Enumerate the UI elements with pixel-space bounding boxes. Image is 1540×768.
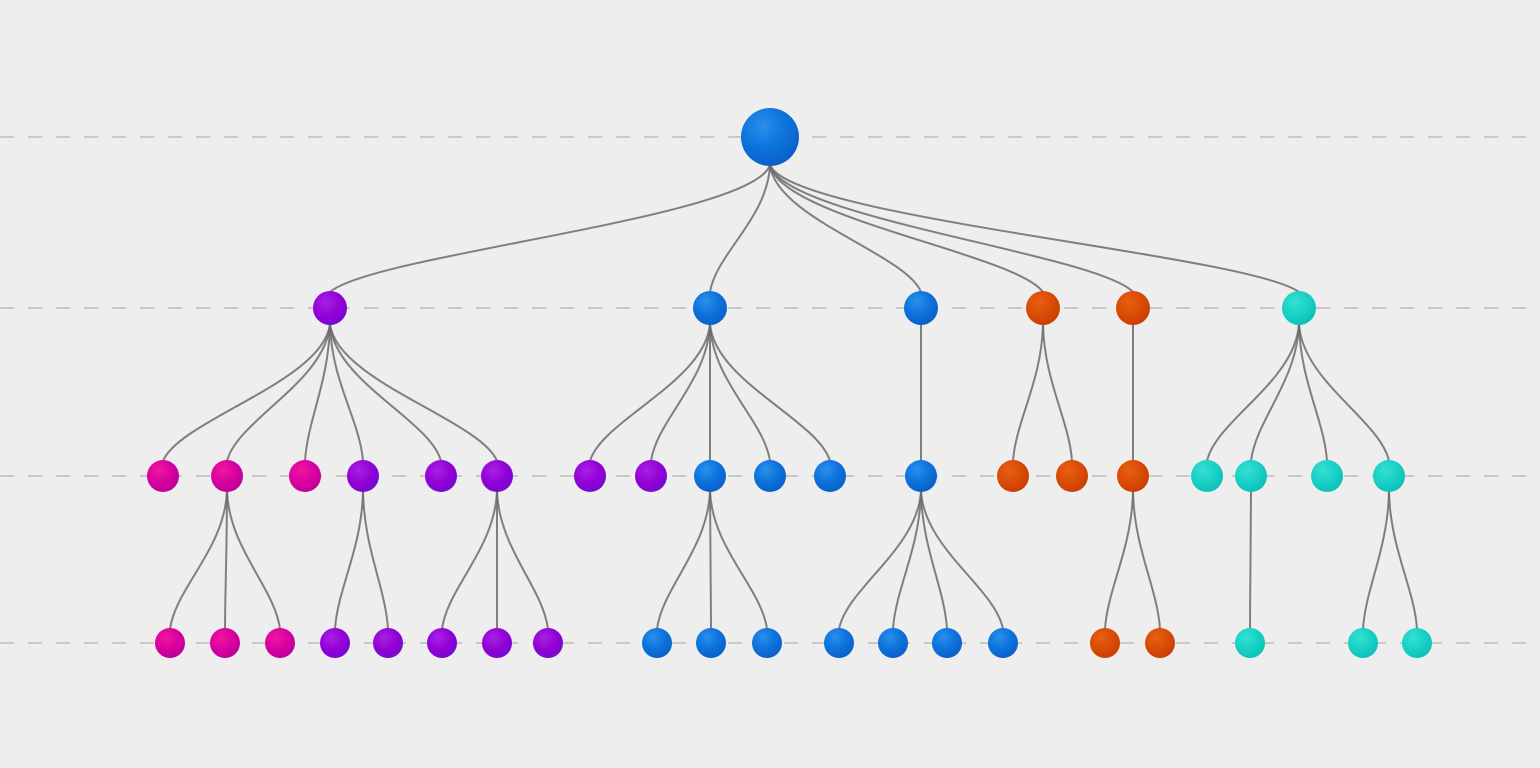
- tree-edge-n12-to-n33: [496, 490, 549, 630]
- tree-edge-n6-to-n25: [1298, 323, 1390, 462]
- tree-edge-n12-to-n31: [441, 490, 498, 630]
- tree-node-orange-n19[interactable]: [997, 460, 1029, 492]
- tree-edge-n6-to-n24: [1298, 323, 1328, 462]
- tree-node-teal-n22[interactable]: [1191, 460, 1223, 492]
- tree-edge-n1-to-n11: [329, 323, 442, 462]
- tree-edge-n2-to-n13: [589, 323, 711, 462]
- tree-node-orange-n20[interactable]: [1056, 460, 1088, 492]
- tree-edge-n0-to-n4: [769, 164, 1044, 293]
- tree-edge-n1-to-n10: [329, 323, 364, 462]
- tree-node-magenta-n27[interactable]: [210, 628, 240, 658]
- tree-node-teal-n6[interactable]: [1282, 291, 1316, 325]
- tree-edge-n18-to-n38: [892, 490, 922, 630]
- tree-node-magenta-n9[interactable]: [289, 460, 321, 492]
- tree-edge-n15-to-n35: [709, 490, 712, 630]
- tree-node-blue-n35[interactable]: [696, 628, 726, 658]
- tree-node-magenta-n7[interactable]: [147, 460, 179, 492]
- tree-node-magenta-n28[interactable]: [265, 628, 295, 658]
- tree-edge-n2-to-n17: [709, 323, 831, 462]
- tree-node-blue-n15[interactable]: [694, 460, 726, 492]
- tree-node-blue-n40[interactable]: [988, 628, 1018, 658]
- node-layer: [147, 108, 1432, 658]
- tree-edge-n8-to-n28: [226, 490, 281, 630]
- tree-edge-n25-to-n45: [1388, 490, 1418, 630]
- edge-layer: [162, 164, 1418, 630]
- tree-node-orange-n41[interactable]: [1090, 628, 1120, 658]
- tree-edge-n1-to-n8: [226, 323, 331, 462]
- tree-node-teal-n44[interactable]: [1348, 628, 1378, 658]
- tree-edge-n1-to-n9: [304, 323, 331, 462]
- tree-edge-n1-to-n12: [329, 323, 498, 462]
- tree-node-orange-n21[interactable]: [1117, 460, 1149, 492]
- tree-edge-n21-to-n41: [1104, 490, 1134, 630]
- tree-node-purple-n30[interactable]: [373, 628, 403, 658]
- tree-edge-n0-to-n6: [769, 164, 1300, 293]
- tree-node-blue-n2[interactable]: [693, 291, 727, 325]
- tree-edge-n23-to-n43: [1249, 490, 1252, 630]
- tree-node-purple-n33[interactable]: [533, 628, 563, 658]
- tree-node-magenta-n8[interactable]: [211, 460, 243, 492]
- tree-edge-n6-to-n22: [1206, 323, 1300, 462]
- tree-edge-n0-to-n1: [329, 164, 771, 293]
- tree-node-purple-n29[interactable]: [320, 628, 350, 658]
- tree-edge-n1-to-n7: [162, 323, 331, 462]
- tree-edge-n0-to-n5: [769, 164, 1134, 293]
- tree-node-teal-n25[interactable]: [1373, 460, 1405, 492]
- tree-edge-n25-to-n44: [1362, 490, 1390, 630]
- tree-node-purple-n31[interactable]: [427, 628, 457, 658]
- tree-node-teal-n24[interactable]: [1311, 460, 1343, 492]
- tree-edge-n10-to-n29: [334, 490, 364, 630]
- tree-edge-n8-to-n27: [224, 490, 228, 630]
- tree-node-blue-n18[interactable]: [905, 460, 937, 492]
- tree-edge-n4-to-n20: [1042, 323, 1073, 462]
- tree-node-blue-n39[interactable]: [932, 628, 962, 658]
- tree-node-teal-n23[interactable]: [1235, 460, 1267, 492]
- tree-node-blue-n37[interactable]: [824, 628, 854, 658]
- tree-node-orange-n4[interactable]: [1026, 291, 1060, 325]
- tree-edge-n4-to-n19: [1012, 323, 1044, 462]
- tree-edge-n21-to-n42: [1132, 490, 1161, 630]
- tree-node-purple-n1[interactable]: [313, 291, 347, 325]
- tree-edge-n8-to-n26: [169, 490, 228, 630]
- tree-node-orange-n42[interactable]: [1145, 628, 1175, 658]
- tree-node-purple-n12[interactable]: [481, 460, 513, 492]
- tree-edge-n18-to-n39: [920, 490, 948, 630]
- tree-node-purple-n14[interactable]: [635, 460, 667, 492]
- tree-node-purple-n11[interactable]: [425, 460, 457, 492]
- tree-node-magenta-n26[interactable]: [155, 628, 185, 658]
- tree-node-orange-n5[interactable]: [1116, 291, 1150, 325]
- tree-edge-n0-to-n2: [709, 164, 771, 293]
- tree-node-blue-n36[interactable]: [752, 628, 782, 658]
- tree-edge-n18-to-n40: [920, 490, 1004, 630]
- tree-node-purple-n32[interactable]: [482, 628, 512, 658]
- tree-node-blue-n3[interactable]: [904, 291, 938, 325]
- tree-edge-n10-to-n30: [362, 490, 389, 630]
- tree-edge-n15-to-n34: [656, 490, 711, 630]
- tree-node-blue-n34[interactable]: [642, 628, 672, 658]
- tree-node-purple-n13[interactable]: [574, 460, 606, 492]
- tree-edge-n15-to-n36: [709, 490, 768, 630]
- tree-edge-n2-to-n16: [709, 323, 771, 462]
- tree-node-blue-n17[interactable]: [814, 460, 846, 492]
- tree-node-teal-n45[interactable]: [1402, 628, 1432, 658]
- tree-node-blue-n38[interactable]: [878, 628, 908, 658]
- tree-edge-n18-to-n37: [838, 490, 922, 630]
- tree-edge-n6-to-n23: [1250, 323, 1300, 462]
- tree-node-blue-n16[interactable]: [754, 460, 786, 492]
- tree-edge-n0-to-n3: [769, 164, 922, 293]
- tree-node-teal-n43[interactable]: [1235, 628, 1265, 658]
- tree-node-blue-n0[interactable]: [741, 108, 799, 166]
- tree-node-purple-n10[interactable]: [347, 460, 379, 492]
- tree-edge-n2-to-n14: [650, 323, 711, 462]
